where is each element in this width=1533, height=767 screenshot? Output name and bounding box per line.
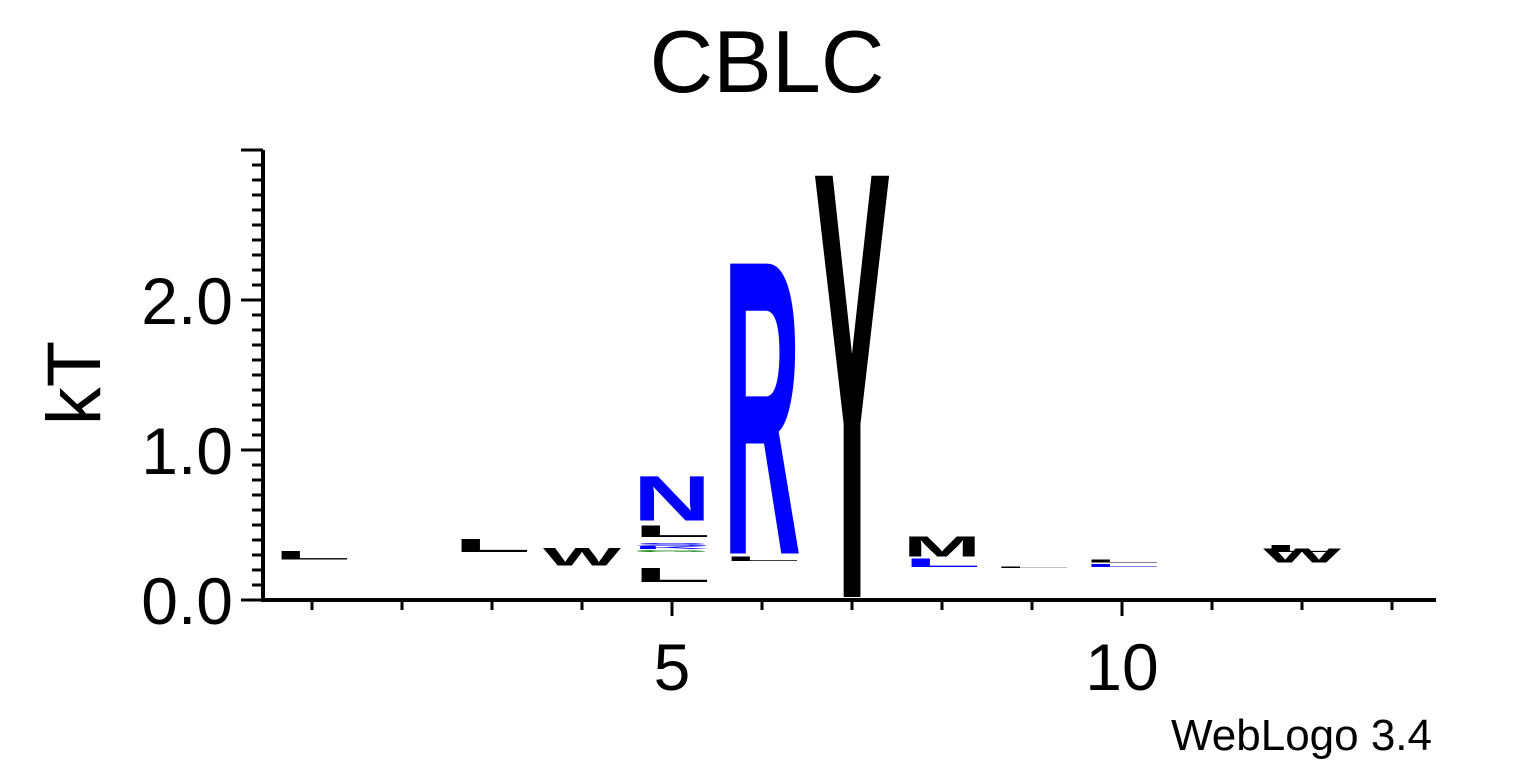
logo-letter-L: L: [453, 535, 531, 556]
svg-text:L: L: [903, 556, 981, 570]
svg-text:L: L: [1083, 559, 1161, 564]
svg-text:G: G: [633, 549, 711, 552]
logo-letter-N: N: [633, 463, 711, 535]
logo-letter-K: K: [633, 545, 711, 550]
logo-letter-L: L: [273, 548, 351, 562]
svg-text:R: R: [723, 173, 801, 644]
y-tick-label: 1.0: [141, 414, 233, 488]
logo-letter-L: L: [993, 566, 1071, 568]
logo-letter-W: W: [1263, 544, 1341, 567]
svg-text:L: L: [633, 563, 711, 586]
svg-text:L: L: [1263, 543, 1341, 555]
svg-text:Y: Y: [813, 44, 891, 729]
svg-text:L: L: [723, 555, 801, 562]
svg-text:L: L: [273, 548, 351, 562]
logo-letter-L: L: [1083, 563, 1161, 568]
logo-letter-G: G: [633, 549, 711, 552]
logo-letter-L: L: [1083, 559, 1161, 564]
logo-letter-Y: Y: [813, 44, 891, 729]
logo-letter-L: L: [723, 555, 801, 562]
y-tick-label: 0.0: [141, 564, 233, 638]
x-tick-label: 10: [1085, 630, 1158, 704]
logo-letter-L: L: [633, 522, 711, 540]
logo-letter-L: L: [633, 563, 711, 586]
weblogo-credit: WebLogo 3.4: [1171, 711, 1432, 760]
x-tick-label: 5: [654, 630, 691, 704]
logo-letter-S: S: [633, 542, 711, 547]
svg-text:N: N: [633, 463, 711, 535]
svg-text:L: L: [1083, 563, 1161, 568]
svg-text:S: S: [633, 542, 711, 547]
svg-text:W: W: [1263, 544, 1341, 567]
svg-text:W: W: [543, 543, 621, 571]
chart-title: CBLC: [650, 12, 885, 111]
logo-letter-W: W: [543, 543, 621, 571]
logo-letter-L: L: [1263, 543, 1341, 555]
svg-text:L: L: [633, 522, 711, 540]
svg-text:M: M: [903, 530, 981, 562]
logo-letter-R: R: [723, 173, 801, 644]
svg-text:K: K: [633, 545, 711, 550]
y-tick-label: 2.0: [141, 264, 233, 338]
y-axis-label: kT: [32, 341, 117, 425]
logo-letter-M: M: [903, 530, 981, 562]
svg-text:L: L: [453, 535, 531, 556]
svg-text:L: L: [993, 566, 1071, 568]
x-axis: 5 10: [261, 598, 1436, 704]
y-axis: 0.0 1.0 2.0: [141, 148, 265, 638]
logo-letter-L: L: [903, 556, 981, 570]
